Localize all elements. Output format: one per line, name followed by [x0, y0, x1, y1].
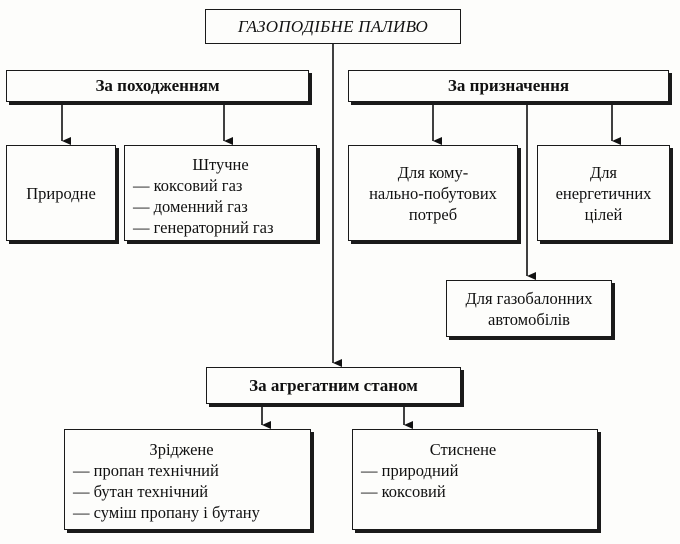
node-vehicles-line: Для газобалонних: [465, 288, 593, 308]
node-energy-line: цілей: [584, 204, 623, 224]
diagram-title: ГАЗОПОДІБНЕ ПАЛИВО: [205, 9, 461, 44]
list-item: — генераторний газ: [133, 218, 274, 237]
node-liquefied: Зріджене — пропан технічний — бутан техн…: [64, 429, 311, 530]
node-vehicles: Для газобалонних автомобілів: [446, 280, 612, 337]
node-household-line: Для кому-: [397, 162, 469, 182]
node-natural-label: Природне: [26, 183, 96, 203]
node-household: Для кому- нально-побутових потреб: [348, 145, 518, 241]
list-item: — суміш пропану і бутану: [73, 503, 260, 522]
node-natural: Природне: [6, 145, 116, 241]
diagram-title-text: ГАЗОПОДІБНЕ ПАЛИВО: [237, 16, 429, 36]
node-energy-line: енергетичних: [555, 183, 652, 203]
category-by-origin: За походженням: [6, 70, 309, 102]
node-compressed: Стиснене — природний — коксовий: [352, 429, 598, 530]
list-item: — природний: [361, 461, 459, 480]
node-artificial: Штучне — коксовий газ — доменний газ — г…: [124, 145, 317, 241]
node-compressed-label: Стиснене: [429, 440, 497, 459]
category-by-purpose-label: За призначення: [447, 76, 570, 95]
list-item: — коксовий: [361, 482, 446, 501]
list-item: — доменний газ: [133, 197, 248, 216]
node-household-line: нально-побутових: [369, 183, 497, 203]
list-item: — пропан технічний: [73, 461, 219, 480]
node-vehicles-line: автомобілів: [488, 309, 570, 329]
category-by-state-label: За агрегатним станом: [249, 375, 418, 395]
node-household-line: потреб: [408, 204, 458, 224]
category-by-state: За агрегатним станом: [206, 367, 461, 404]
list-item: — бутан технічний: [73, 482, 209, 501]
node-energy: Для енергетичних цілей: [537, 145, 670, 241]
category-by-purpose: За призначення: [348, 70, 669, 102]
node-energy-line: Для: [589, 162, 618, 182]
node-liquefied-label: Зріджене: [149, 440, 214, 459]
category-by-origin-label: За походженням: [95, 76, 220, 95]
node-artificial-label: Штучне: [192, 155, 249, 174]
list-item: — коксовий газ: [133, 176, 243, 195]
